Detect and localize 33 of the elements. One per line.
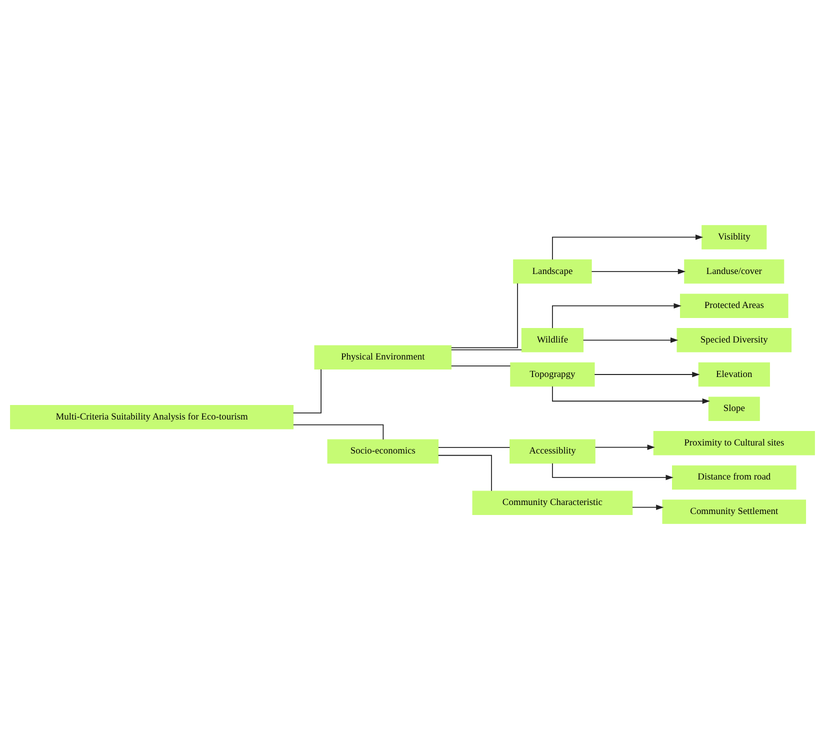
connector — [438, 454, 492, 492]
node-box: Multi-Criteria Suitability Analysis for Eco-tourism — [10, 404, 294, 430]
node-box: Community Settlement — [662, 500, 806, 524]
connector — [292, 424, 384, 440]
node-box: Visiblity — [702, 225, 767, 250]
arrow — [591, 268, 686, 274]
node-box: Community Characteristic — [472, 490, 633, 516]
arrow — [582, 337, 678, 343]
node-box: Protected Areas — [680, 294, 788, 318]
node-box: Landscape — [513, 259, 592, 284]
arrow — [552, 386, 710, 404]
node-box: Wildlife — [521, 328, 584, 352]
connector — [450, 365, 511, 366]
node-box: Proximity to Cultural sites — [653, 431, 815, 456]
node-box: Slope — [708, 396, 760, 421]
connector — [450, 282, 518, 348]
arrow — [552, 234, 704, 260]
node-box: Accessiblity — [510, 439, 596, 464]
node-box: Landuse/cover — [684, 259, 784, 284]
node-box: Topograpgy — [510, 362, 595, 387]
node-box: Specied Diversity — [676, 328, 792, 352]
connector — [438, 447, 510, 448]
connector — [450, 349, 522, 350]
arrow — [552, 462, 674, 480]
node-box: Distance from road — [672, 465, 796, 490]
arrow — [594, 444, 655, 450]
arrow — [594, 372, 700, 378]
arrow — [632, 504, 664, 510]
node-box: Socio-economics — [327, 439, 439, 464]
connector — [292, 368, 322, 414]
node-box: Elevation — [698, 362, 770, 387]
node-box: Physical Environment — [314, 345, 452, 370]
arrow — [552, 303, 682, 329]
